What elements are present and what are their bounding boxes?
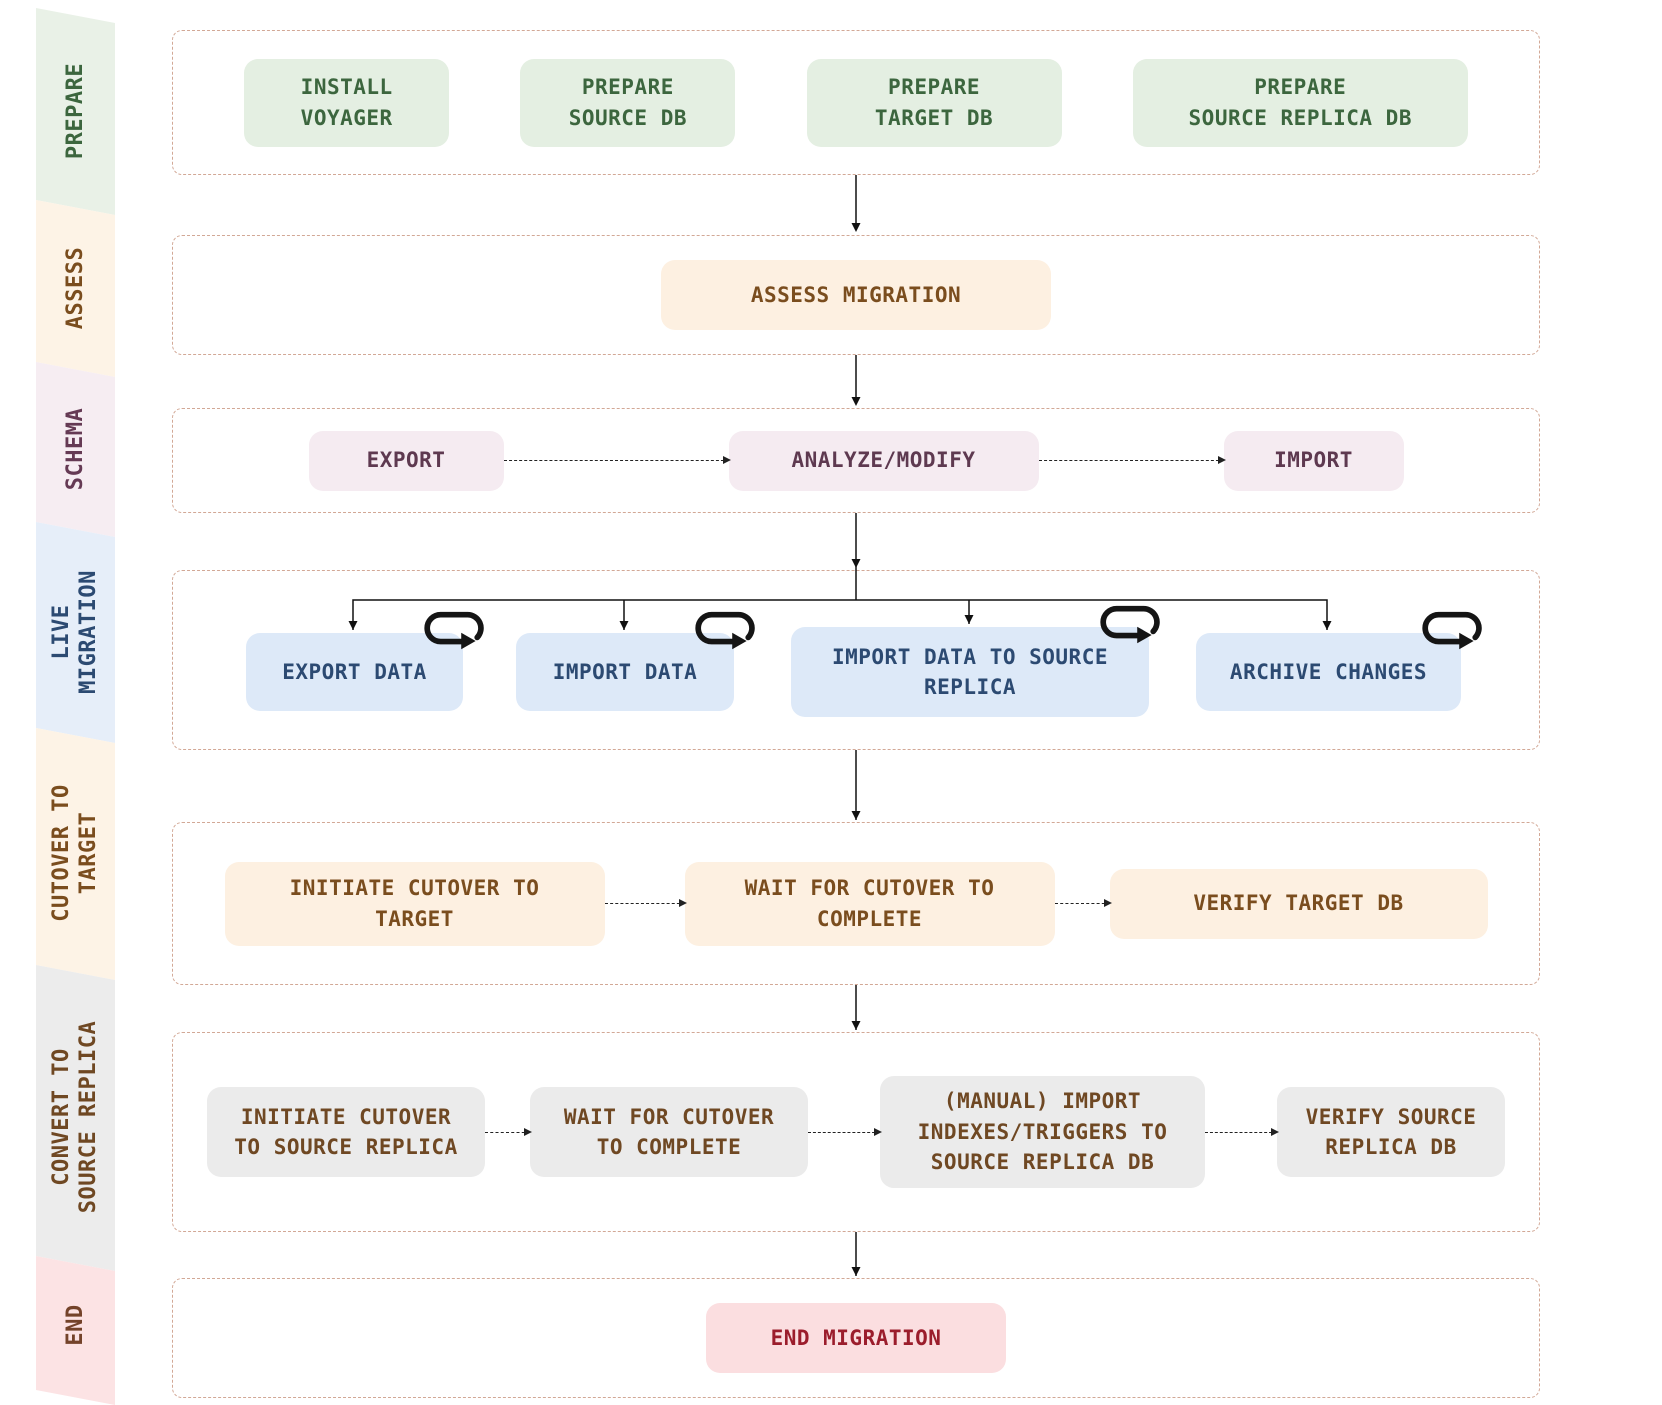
dashed-arrow <box>1054 899 1112 907</box>
row-cutover-to-target: INITIATE CUTOVER TO TARGET WAIT FOR CUTO… <box>172 822 1540 985</box>
dashed-arrow <box>808 1127 882 1136</box>
phase-label-schema: SCHEMA <box>62 407 88 491</box>
row-assess: ASSESS MIGRATION <box>172 235 1540 355</box>
step-export-data: EXPORT DATA <box>246 633 463 711</box>
phase-label-prepare: PREPARE <box>62 62 88 160</box>
row-schema: EXPORT ANALYZE/MODIFY IMPORT <box>172 408 1540 513</box>
sidebar-band-cutover-to-target <box>36 728 115 980</box>
phase-label-assess: ASSESS <box>62 246 88 330</box>
step-verify-source-replica-db: VERIFY SOURCE REPLICA DB <box>1277 1087 1505 1177</box>
row-end: END MIGRATION <box>172 1278 1540 1398</box>
dashed-arrow <box>1038 456 1226 464</box>
step-prepare-source-replica-db: PREPARE SOURCE REPLICA DB <box>1132 58 1468 147</box>
row-live-migration: EXPORT DATA IMPORT DATA IMPORT DATA TO S… <box>172 570 1540 750</box>
phase-label-cutover-to-target: CUTOVER TO TARGET <box>48 784 101 922</box>
step-analyze-modify-schema: ANALYZE/MODIFY <box>728 430 1039 491</box>
phase-label-live-migration: LIVE MIGRATION <box>48 570 101 694</box>
step-wait-for-cutover-to-complete: WAIT FOR CUTOVER TO COMPLETE <box>684 861 1055 946</box>
step-import-data-to-source-replica: IMPORT DATA TO SOURCE REPLICA <box>791 627 1149 717</box>
dashed-arrow <box>1205 1127 1279 1136</box>
dashed-arrow <box>503 456 731 464</box>
dashed-arrow <box>485 1127 532 1136</box>
step-initiate-cutover-to-source-replica: INITIATE CUTOVER TO SOURCE REPLICA <box>207 1087 485 1177</box>
sidebar-band-convert-to-source-replica <box>36 965 115 1271</box>
row-prepare: INSTALL VOYAGER PREPARE SOURCE DB PREPAR… <box>172 30 1540 175</box>
step-import-schema: IMPORT <box>1223 430 1404 491</box>
loop-icon <box>1097 589 1163 647</box>
step-prepare-target-db: PREPARE TARGET DB <box>806 58 1062 147</box>
step-import-data: IMPORT DATA <box>516 633 734 711</box>
step-archive-changes: ARCHIVE CHANGES <box>1196 633 1461 711</box>
sidebar-band-assess <box>36 200 115 377</box>
row-convert-to-source-replica: INITIATE CUTOVER TO SOURCE REPLICA WAIT … <box>172 1032 1540 1232</box>
loop-icon <box>1419 595 1485 653</box>
step-wait-for-cutover-to-complete-replica: WAIT FOR CUTOVER TO COMPLETE <box>530 1087 808 1177</box>
phase-label-convert-to-source-replica: CONVERT TO SOURCE REPLICA <box>48 1020 101 1214</box>
step-manual-import-indexes-triggers: (MANUAL) IMPORT INDEXES/TRIGGERS TO SOUR… <box>880 1076 1205 1188</box>
step-assess-migration: ASSESS MIGRATION <box>661 260 1051 330</box>
sidebar-band-prepare <box>36 8 115 215</box>
step-initiate-cutover-to-target: INITIATE CUTOVER TO TARGET <box>224 861 605 946</box>
phase-label-end: END <box>62 1304 88 1346</box>
sidebar-band-end <box>36 1256 115 1405</box>
sidebar-band-schema <box>36 362 115 537</box>
step-install-voyager: INSTALL VOYAGER <box>244 58 450 147</box>
step-prepare-source-db: PREPARE SOURCE DB <box>520 58 736 147</box>
loop-icon <box>692 595 758 653</box>
sidebar-band-live-migration <box>36 522 115 743</box>
dashed-arrow <box>604 899 687 907</box>
step-export-schema: EXPORT <box>308 430 504 491</box>
step-end-migration: END MIGRATION <box>706 1303 1006 1373</box>
phase-sidebar <box>36 8 115 1405</box>
step-verify-target-db: VERIFY TARGET DB <box>1109 868 1488 939</box>
loop-icon <box>421 595 487 653</box>
